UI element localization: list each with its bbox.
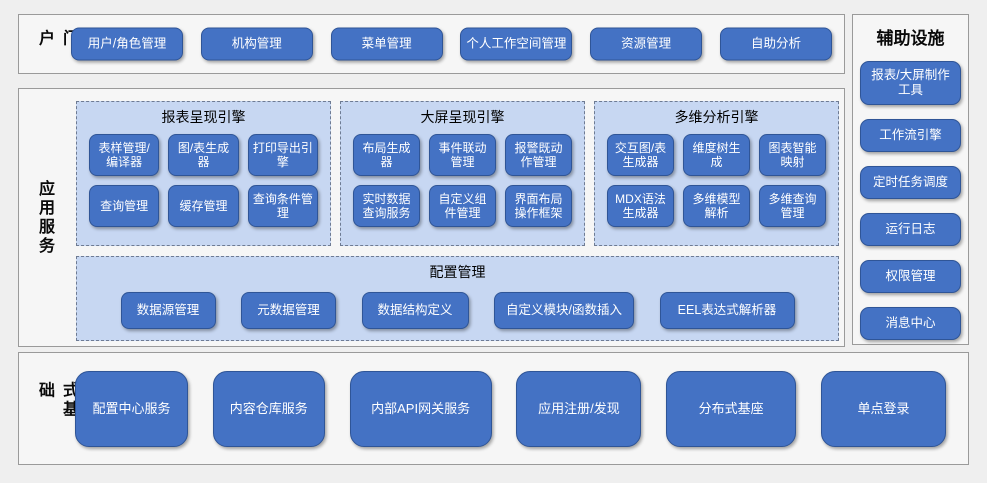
config-button-datasource-mgmt[interactable]: 数据源管理 [120, 292, 216, 329]
report-engine-title: 报表呈现引擎 [161, 109, 246, 125]
olap-engine-button-smart-chart-mapping[interactable]: 图表智能映射 [759, 134, 826, 176]
dist-button-single-sign-on[interactable]: 单点登录 [820, 370, 946, 447]
aux-button-report-bigscreen-authoring-tool[interactable]: 报表/大屏制作工具 [860, 61, 961, 105]
portal-button-org-mgmt[interactable]: 机构管理 [200, 27, 313, 61]
aux-button-scheduled-task-dispatch[interactable]: 定时任务调度 [860, 166, 961, 199]
dist-button-internal-api-gateway-service[interactable]: 内部API网关服务 [349, 370, 492, 447]
app-services-content: 报表呈现引擎 表样管理/编译器 图/表生成器 打印导出引擎 查询管理 缓存管理 … [76, 101, 839, 341]
olap-engine-grid: 交互图/表生成器 维度树生成 图表智能映射 MDX语法生成器 多维模型解析 多维… [595, 127, 838, 227]
bigscreen-engine-grid: 布局生成器 事件联动管理 报警既动作管理 实时数据查询服务 自定义组件管理 界面… [341, 127, 584, 227]
dist-button-config-center-service[interactable]: 配置中心服务 [75, 370, 188, 447]
portal-section: 门户 用户/角色管理 机构管理 菜单管理 个人工作空间管理 资源管理 自助分析 [18, 14, 845, 74]
config-button-data-structure-definition[interactable]: 数据结构定义 [361, 292, 469, 329]
dist-button-content-repository-service[interactable]: 内容仓库服务 [212, 370, 325, 447]
portal-button-resource-mgmt[interactable]: 资源管理 [590, 27, 703, 61]
config-button-metadata-mgmt[interactable]: 元数据管理 [241, 292, 336, 329]
app-services-section-label: 应用服务 [36, 179, 53, 256]
config-mgmt-title: 配置管理 [429, 264, 486, 280]
aux-button-permission-mgmt[interactable]: 权限管理 [860, 260, 961, 293]
report-engine-button-query-condition-mgmt[interactable]: 查询条件管理 [247, 185, 318, 227]
bigscreen-engine-button-ui-layout-framework[interactable]: 界面布局操作框架 [505, 185, 572, 227]
report-engine-button-chart-table-generator[interactable]: 图/表生成器 [168, 134, 239, 176]
auxiliary-facilities-section: 辅助设施 报表/大屏制作工具 工作流引擎 定时任务调度 运行日志 权限管理 消息… [852, 14, 969, 345]
olap-engine-button-dimension-tree-generation[interactable]: 维度树生成 [683, 134, 750, 176]
bigscreen-engine-button-event-linkage-mgmt[interactable]: 事件联动管理 [429, 134, 496, 176]
aux-button-workflow-engine[interactable]: 工作流引擎 [860, 119, 961, 152]
olap-engine-button-multidim-model-parsing[interactable]: 多维模型解析 [683, 185, 750, 227]
engine-panels-row: 报表呈现引擎 表样管理/编译器 图/表生成器 打印导出引擎 查询管理 缓存管理 … [76, 101, 839, 246]
report-engine-grid: 表样管理/编译器 图/表生成器 打印导出引擎 查询管理 缓存管理 查询条件管理 [77, 127, 330, 227]
olap-engine-title: 多维分析引擎 [674, 109, 759, 125]
dist-button-distributed-base[interactable]: 分布式基座 [666, 370, 797, 447]
distributed-foundation-section: 分布式基础 配置中心服务 内容仓库服务 内部API网关服务 应用注册/发现 分布… [18, 352, 969, 465]
olap-engine-panel: 多维分析引擎 交互图/表生成器 维度树生成 图表智能映射 MDX语法生成器 多维… [594, 101, 839, 246]
bigscreen-engine-button-realtime-data-query[interactable]: 实时数据查询服务 [353, 185, 420, 227]
bigscreen-engine-title: 大屏呈现引擎 [420, 109, 505, 125]
report-engine-panel: 报表呈现引擎 表样管理/编译器 图/表生成器 打印导出引擎 查询管理 缓存管理 … [76, 101, 331, 246]
config-button-custom-module-function-insert[interactable]: 自定义模块/函数插入 [494, 292, 634, 329]
bigscreen-engine-button-alarm-action-mgmt[interactable]: 报警既动作管理 [505, 134, 572, 176]
config-mgmt-panel: 配置管理 数据源管理 元数据管理 数据结构定义 自定义模块/函数插入 EEL表达… [76, 256, 839, 341]
config-button-eel-expression-parser[interactable]: EEL表达式解析器 [659, 292, 795, 329]
bigscreen-engine-button-layout-generator[interactable]: 布局生成器 [353, 134, 420, 176]
portal-button-menu-mgmt[interactable]: 菜单管理 [330, 27, 443, 61]
auxiliary-button-column: 报表/大屏制作工具 工作流引擎 定时任务调度 运行日志 权限管理 消息中心 [860, 61, 961, 340]
bigscreen-engine-button-custom-component-mgmt[interactable]: 自定义组件管理 [429, 185, 496, 227]
olap-engine-button-interactive-chart-generator[interactable]: 交互图/表生成器 [607, 134, 674, 176]
auxiliary-facilities-title: 辅助设施 [876, 29, 945, 48]
app-services-section: 应用服务 报表呈现引擎 表样管理/编译器 图/表生成器 打印导出引擎 查询管理 … [18, 88, 845, 347]
portal-button-user-role-mgmt[interactable]: 用户/角色管理 [71, 27, 183, 61]
report-engine-button-query-mgmt[interactable]: 查询管理 [89, 185, 160, 227]
config-mgmt-row: 数据源管理 元数据管理 数据结构定义 自定义模块/函数插入 EEL表达式解析器 [77, 292, 838, 329]
portal-button-workspace-mgmt[interactable]: 个人工作空间管理 [460, 27, 573, 61]
aux-button-run-logs[interactable]: 运行日志 [860, 213, 961, 246]
olap-engine-button-multidim-query-mgmt[interactable]: 多维查询管理 [759, 185, 826, 227]
portal-button-self-service-analysis[interactable]: 自助分析 [719, 27, 832, 61]
report-engine-button-cache-mgmt[interactable]: 缓存管理 [168, 185, 239, 227]
aux-button-message-center[interactable]: 消息中心 [860, 307, 961, 340]
olap-engine-button-mdx-syntax-generator[interactable]: MDX语法生成器 [607, 185, 674, 227]
distributed-button-row: 配置中心服务 内容仓库服务 内部API网关服务 应用注册/发现 分布式基座 单点… [75, 370, 946, 447]
report-engine-button-style-mgmt-compiler[interactable]: 表样管理/编译器 [89, 134, 160, 176]
portal-button-row: 用户/角色管理 机构管理 菜单管理 个人工作空间管理 资源管理 自助分析 [71, 27, 832, 61]
report-engine-button-print-export-engine[interactable]: 打印导出引擎 [247, 134, 318, 176]
bigscreen-engine-panel: 大屏呈现引擎 布局生成器 事件联动管理 报警既动作管理 实时数据查询服务 自定义… [340, 101, 585, 246]
dist-button-app-registration-discovery[interactable]: 应用注册/发现 [516, 370, 642, 447]
